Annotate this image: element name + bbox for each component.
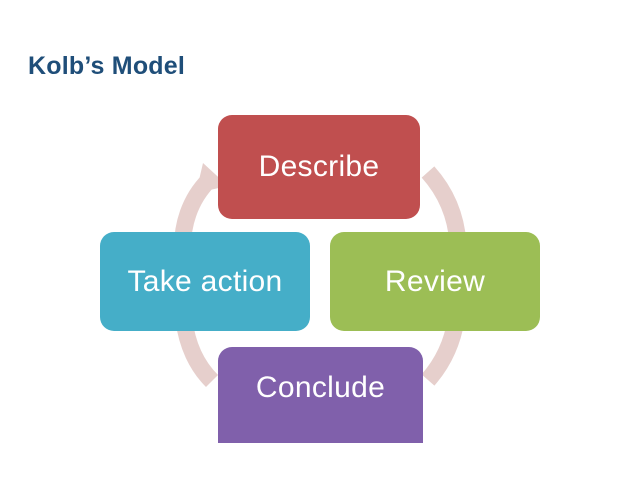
cycle-node-conclude[interactable]: Conclude bbox=[218, 347, 423, 443]
cycle-node-take-action[interactable]: Take action bbox=[100, 232, 310, 331]
page-title: Kolb’s Model bbox=[28, 52, 186, 80]
cycle-node-conclude-label: Conclude bbox=[255, 371, 386, 404]
cycle-node-review[interactable]: Review bbox=[330, 232, 540, 331]
cycle-node-review-label: Review bbox=[384, 264, 486, 298]
cycle-node-describe[interactable]: Describe bbox=[218, 115, 420, 219]
cycle-node-take-action-label: Take action bbox=[127, 264, 283, 298]
cycle-node-describe-label: Describe bbox=[258, 150, 380, 183]
